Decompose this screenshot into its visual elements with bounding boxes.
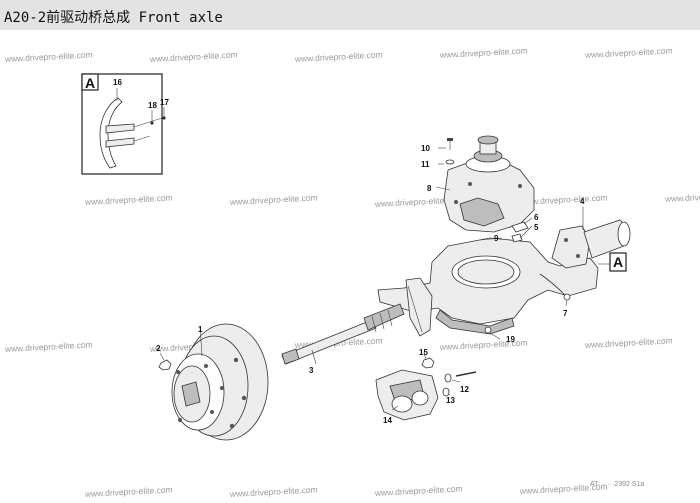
left-wheel-hub <box>171 323 269 441</box>
callout-label: 12 <box>460 385 469 394</box>
watermark: www.drivepro-elite.com <box>84 484 173 499</box>
callout-label: 5 <box>534 223 539 232</box>
watermark: www.drivepro-elite.com <box>664 189 700 204</box>
detail-a-marker: A <box>609 252 627 272</box>
drawing-code: AT··· ···2392 S1a <box>590 481 644 488</box>
watermark: www.drivepro-elite.com <box>4 339 93 354</box>
right-hub <box>551 219 631 269</box>
axle-housing <box>377 237 599 337</box>
callout-label: 3 <box>309 366 314 375</box>
watermark: www.drivepro-elite.com <box>584 335 673 350</box>
watermark: www.drivepro-elite.com <box>4 49 93 64</box>
watermark: www.drivepro-elite.com <box>229 192 318 207</box>
callout-label: 8 <box>427 184 432 193</box>
callout-label: 17 <box>160 98 169 107</box>
callout-label: 18 <box>148 101 157 110</box>
bracket-part-16 <box>99 97 123 169</box>
watermark: www.drivepro-elite.com <box>519 192 608 207</box>
callout-label: 6 <box>534 213 539 222</box>
callout-label: 16 <box>113 78 122 87</box>
callout-label: 15 <box>419 348 428 357</box>
callout-label: 14 <box>383 416 392 425</box>
callout-label: 11 <box>421 160 430 169</box>
watermark: www.drivepro-elite.com <box>584 45 673 60</box>
callout-numbers: 1 2 3 4 5 6 7 8 9 10 11 12 13 14 15 19 <box>156 144 585 425</box>
callout-label: 1 <box>198 325 203 334</box>
exploded-diagram: www.drivepro-elite.com www.drivepro-elit… <box>4 45 700 499</box>
watermark: www.drivepro-elite.com <box>519 481 608 496</box>
detail-a-marker-label: A <box>613 254 623 270</box>
half-shaft <box>281 303 405 365</box>
brake-caliper <box>375 369 439 421</box>
differential-carrier <box>443 135 535 233</box>
watermark: www.drivepro-elite.com <box>374 483 463 498</box>
watermark: www.drivepro-elite.com <box>149 49 238 64</box>
detail-a-inset: A 16 18 17 <box>81 73 169 175</box>
callout-label: 4 <box>580 197 585 206</box>
watermarks: www.drivepro-elite.com www.drivepro-elit… <box>4 45 700 499</box>
detail-a-label: A <box>85 75 95 91</box>
watermark: www.drivepro-elite.com <box>84 192 173 207</box>
fasteners <box>158 138 571 397</box>
callout-label: 13 <box>446 396 455 405</box>
watermark: www.drivepro-elite.com <box>439 337 528 352</box>
watermark: www.drivepro-elite.com <box>439 45 528 60</box>
callout-label: 19 <box>506 335 515 344</box>
watermark: www.drivepro-elite.com <box>294 49 383 64</box>
header-bar: A20-2前驱动桥总成 Front axle <box>0 0 700 30</box>
leader-lines <box>159 147 610 411</box>
callout-label: 10 <box>421 144 430 153</box>
watermark: www.drivepro-elite.com <box>374 194 463 209</box>
callout-label: 2 <box>156 344 161 353</box>
watermark: www.drivepro-elite.com <box>229 484 318 499</box>
callout-label: 7 <box>563 309 568 318</box>
page-title: A20-2前驱动桥总成 Front axle <box>4 10 223 26</box>
callout-label: 9 <box>494 234 499 243</box>
